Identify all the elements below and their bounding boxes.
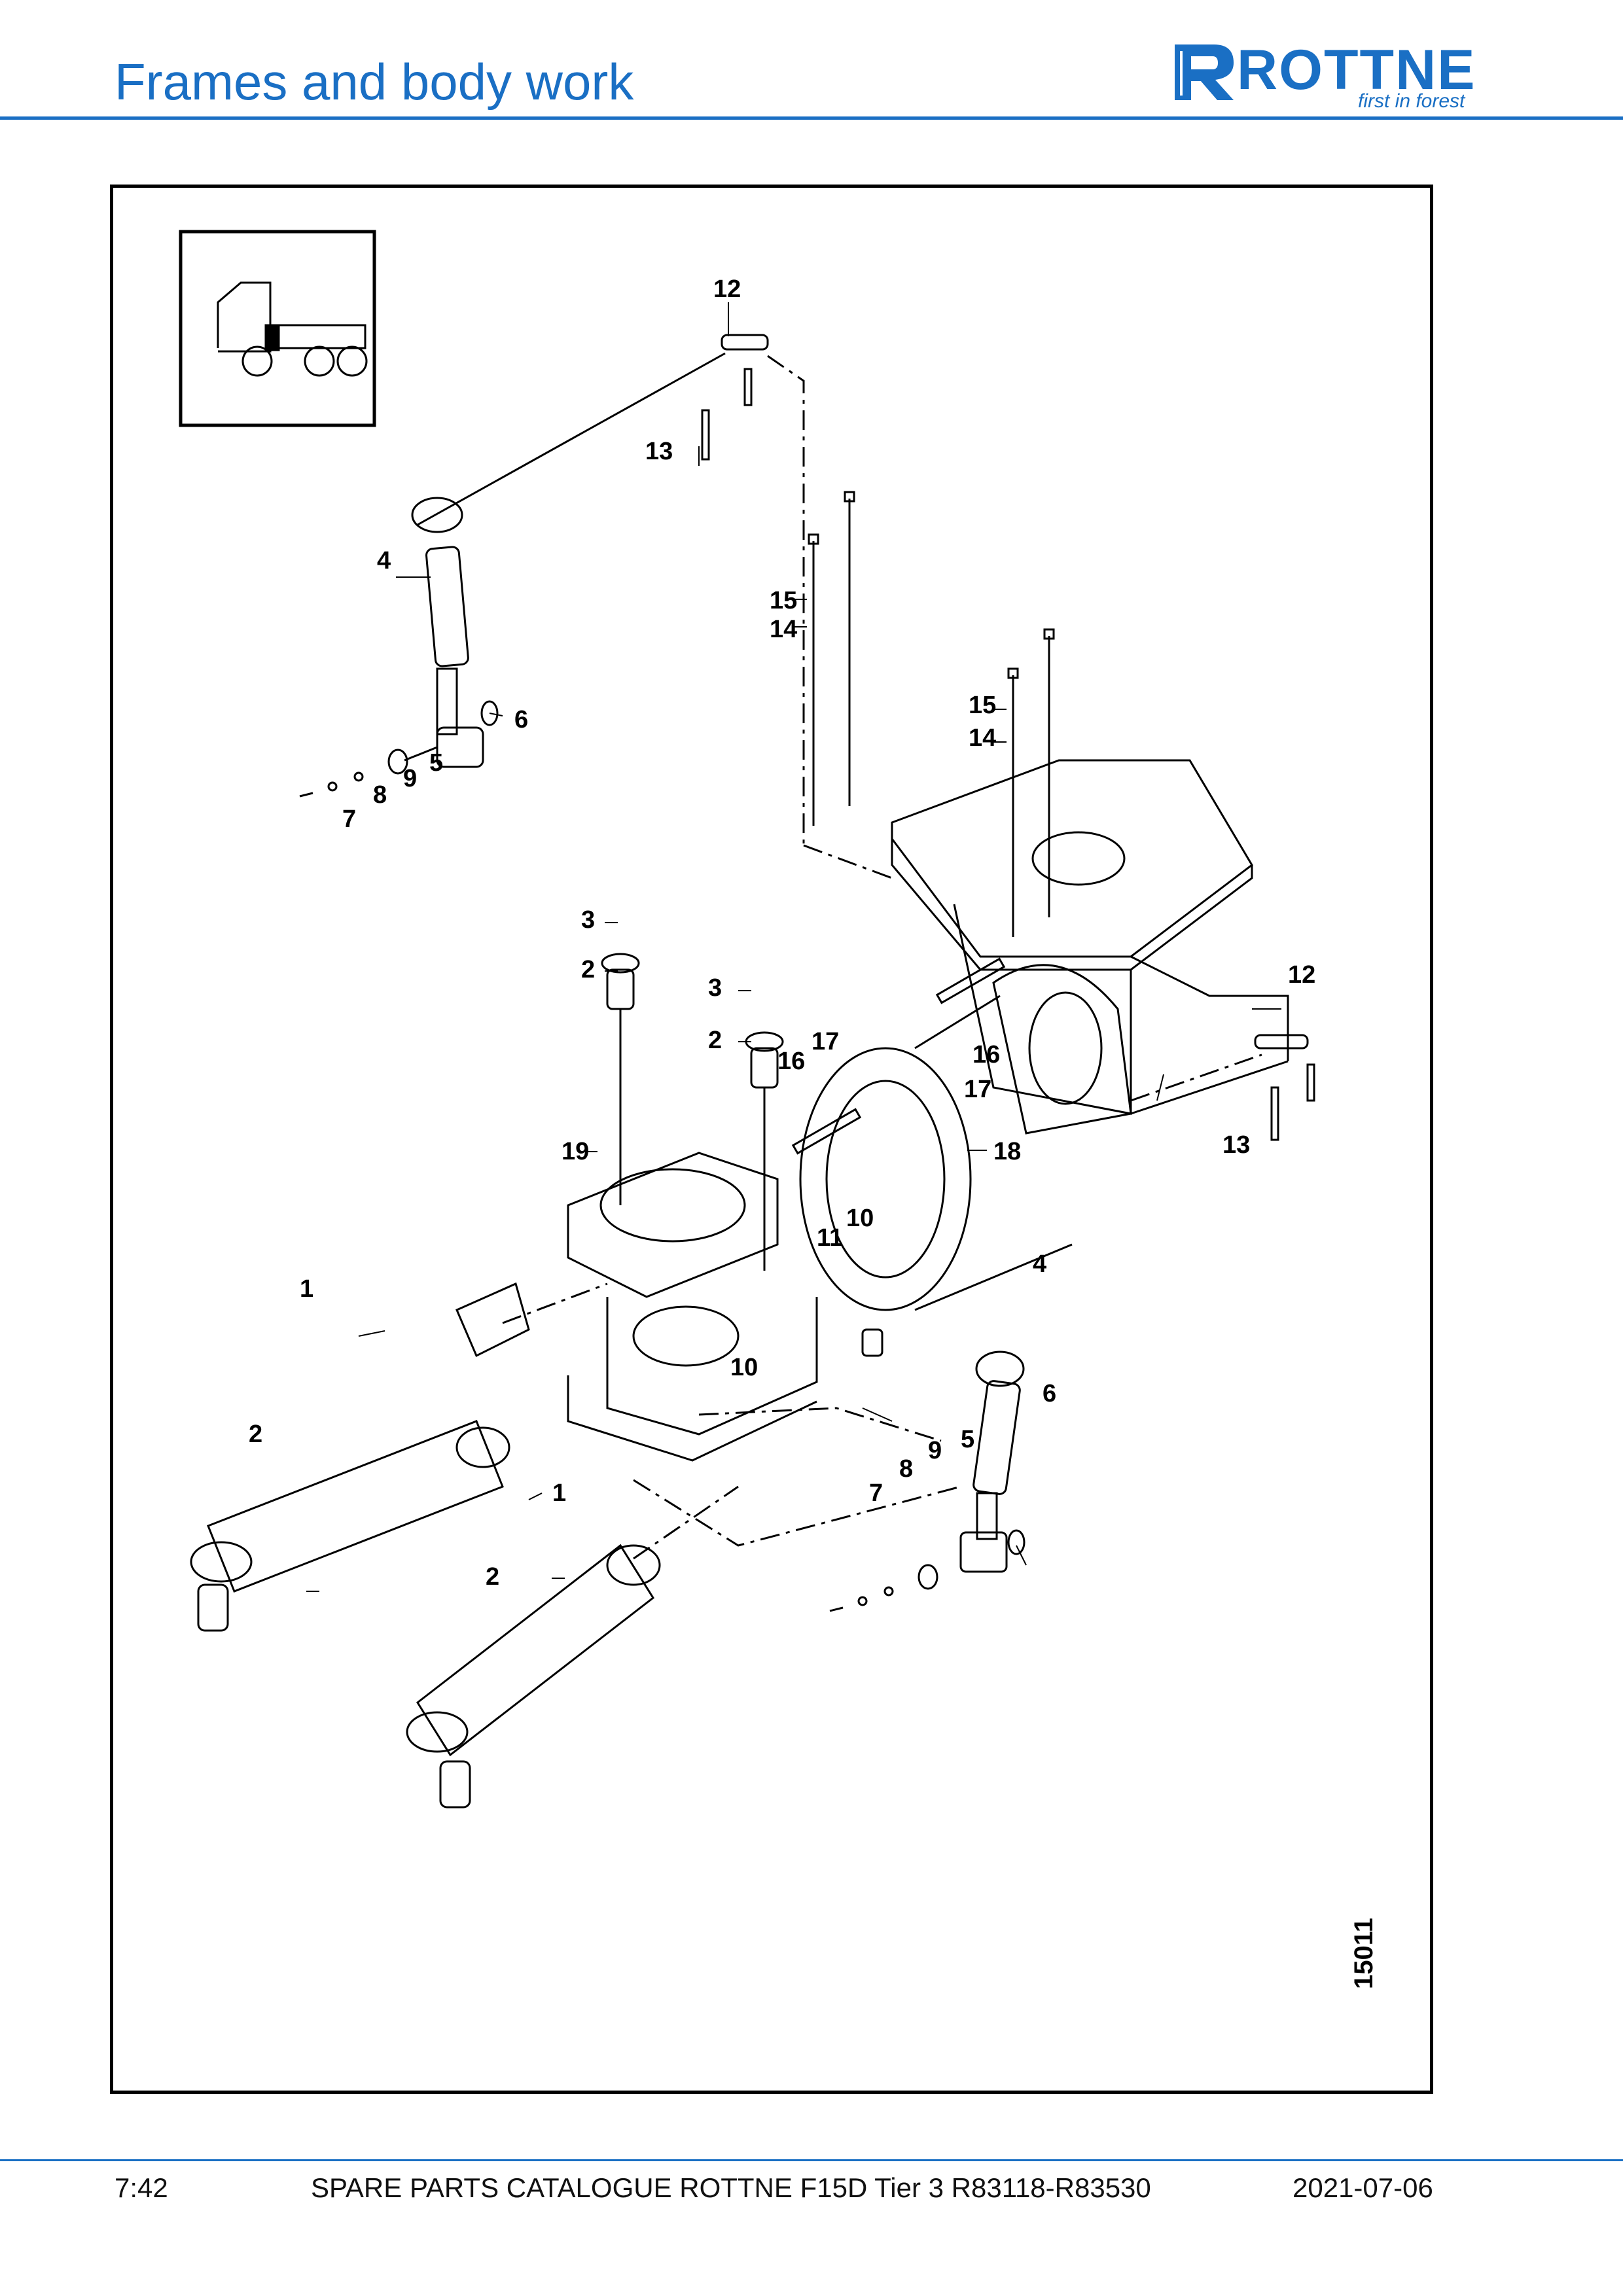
upper-pin-assembly [701, 334, 893, 879]
lower-pin-assembly [1254, 1034, 1315, 1141]
page-number: 7:42 [115, 2172, 168, 2203]
drawing-number: 15011 [1349, 1917, 1378, 1989]
frame-bolts [808, 491, 1055, 937]
callout-7-lower: 7 [869, 1479, 883, 1507]
left-cylinders [190, 1282, 739, 1809]
callout-17-a: 17 [812, 1028, 839, 1055]
exploded-parts-drawing: 12 13 4 6 5 9 8 7 15 14 15 14 3 2 3 2 16… [179, 230, 1315, 1809]
callout-2-b: 2 [708, 1027, 722, 1054]
callout-2-d: 2 [486, 1563, 499, 1591]
callout-3-a: 3 [581, 906, 595, 934]
callout-8-lower: 8 [899, 1455, 913, 1483]
callout-leaders [306, 302, 1281, 1592]
callout-9-lower: 9 [928, 1437, 942, 1464]
callout-13-lower: 13 [1222, 1131, 1250, 1159]
callout-10-a: 10 [846, 1205, 874, 1232]
callout-10-b: 10 [730, 1354, 758, 1381]
vehicle-locator-thumbnail [179, 230, 376, 427]
callout-16-a: 16 [777, 1048, 805, 1075]
assembly-guide-lines [633, 1053, 1262, 1547]
logo-tagline: first in forest [1358, 90, 1465, 112]
callout-7-upper: 7 [342, 805, 356, 833]
slew-ring [791, 957, 1073, 1311]
upper-cylinder-assembly [299, 352, 726, 798]
callout-5-lower: 5 [961, 1426, 974, 1453]
callout-16-b: 16 [972, 1041, 1000, 1069]
callout-12-top: 12 [713, 275, 741, 303]
catalogue-title: SPARE PARTS CATALOGUE ROTTNE F15D Tier 3… [311, 2172, 1151, 2203]
callout-9-upper: 9 [403, 765, 417, 792]
callout-6-upper: 6 [514, 706, 528, 733]
rottne-logo-mark-icon [1175, 44, 1234, 100]
lower-right-cylinder [829, 1351, 1026, 1612]
callout-3-b: 3 [708, 974, 722, 1002]
page-title: Frames and body work [115, 53, 634, 111]
callout-1-lower: 1 [552, 1479, 566, 1507]
callout-14-b: 14 [969, 724, 996, 752]
callout-17-b: 17 [964, 1076, 991, 1103]
callout-18: 18 [993, 1138, 1021, 1165]
logo-wordmark: ROTTNE [1237, 39, 1476, 101]
callout-11: 11 [817, 1224, 843, 1252]
callout-14-a: 14 [770, 616, 797, 643]
callout-labels: 12 13 4 6 5 9 8 7 15 14 15 14 3 2 3 2 16… [249, 275, 1315, 1591]
catalogue-date: 2021-07-06 [1293, 2172, 1433, 2203]
footer-divider [0, 2159, 1623, 2161]
callout-12-lower: 12 [1288, 961, 1315, 989]
callout-2-a: 2 [581, 956, 595, 983]
callout-2-c: 2 [249, 1421, 262, 1448]
callout-15-a: 15 [770, 587, 797, 614]
rottne-logo: ROTTNE first in forest [1168, 33, 1515, 112]
callout-15-b: 15 [969, 692, 996, 719]
callout-19: 19 [562, 1138, 589, 1165]
drawing-frame [110, 185, 1433, 2094]
callout-13-top: 13 [645, 438, 673, 465]
frame-bracket [891, 759, 1289, 1135]
callout-4-upper: 4 [377, 547, 391, 574]
callout-5-upper: 5 [429, 749, 443, 777]
callout-6-lower: 6 [1043, 1380, 1056, 1407]
header-divider [0, 116, 1623, 120]
callout-1-upper: 1 [300, 1275, 313, 1303]
center-swivel-assembly [567, 953, 883, 1462]
callout-8-upper: 8 [373, 781, 387, 809]
callout-4-lower: 4 [1033, 1250, 1046, 1278]
